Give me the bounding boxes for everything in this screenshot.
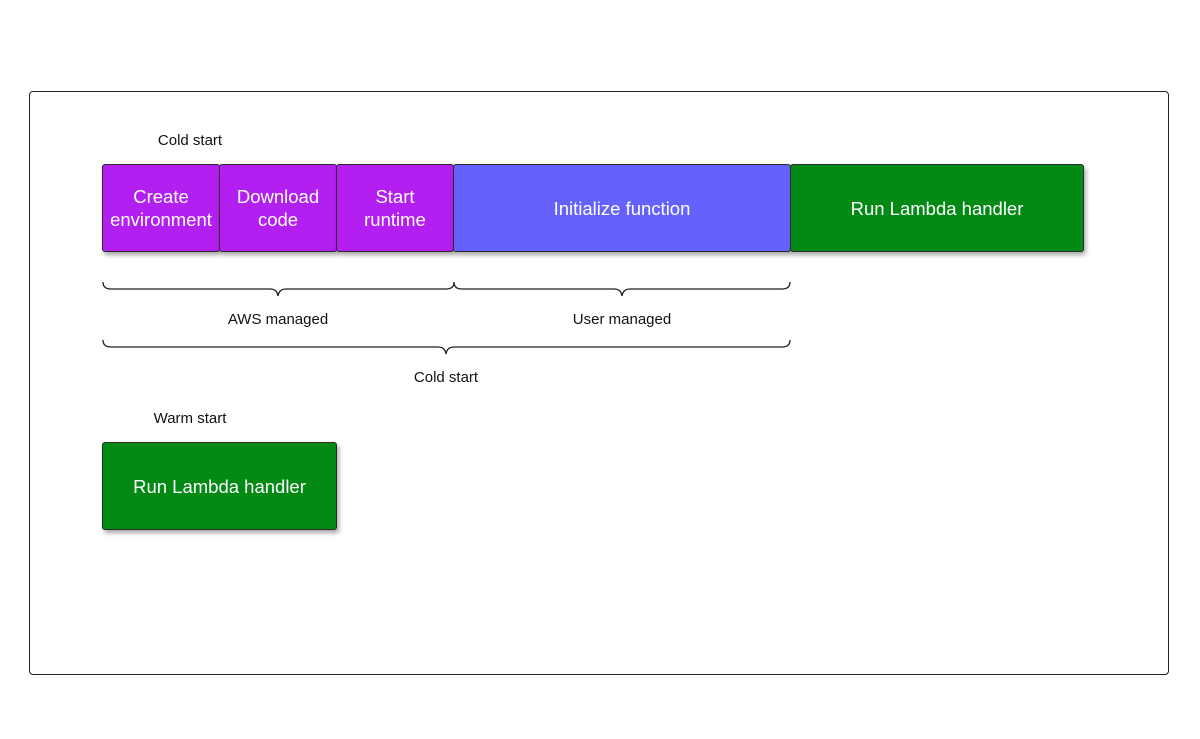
step-start-runtime: Start runtime (336, 164, 454, 252)
cold-start-title: Cold start (157, 132, 223, 149)
user-managed-label: User managed (572, 311, 672, 328)
step-create-environment: Create environment (102, 164, 220, 252)
step-initialize-function: Initialize function (453, 164, 791, 252)
warm-start-title: Warm start (153, 410, 227, 427)
cold-start-span-label: Cold start (413, 369, 479, 386)
warm-step-run-lambda-handler: Run Lambda handler (102, 442, 337, 530)
step-download-code: Download code (219, 164, 337, 252)
aws-managed-label: AWS managed (227, 311, 329, 328)
step-run-lambda-handler: Run Lambda handler (790, 164, 1084, 252)
